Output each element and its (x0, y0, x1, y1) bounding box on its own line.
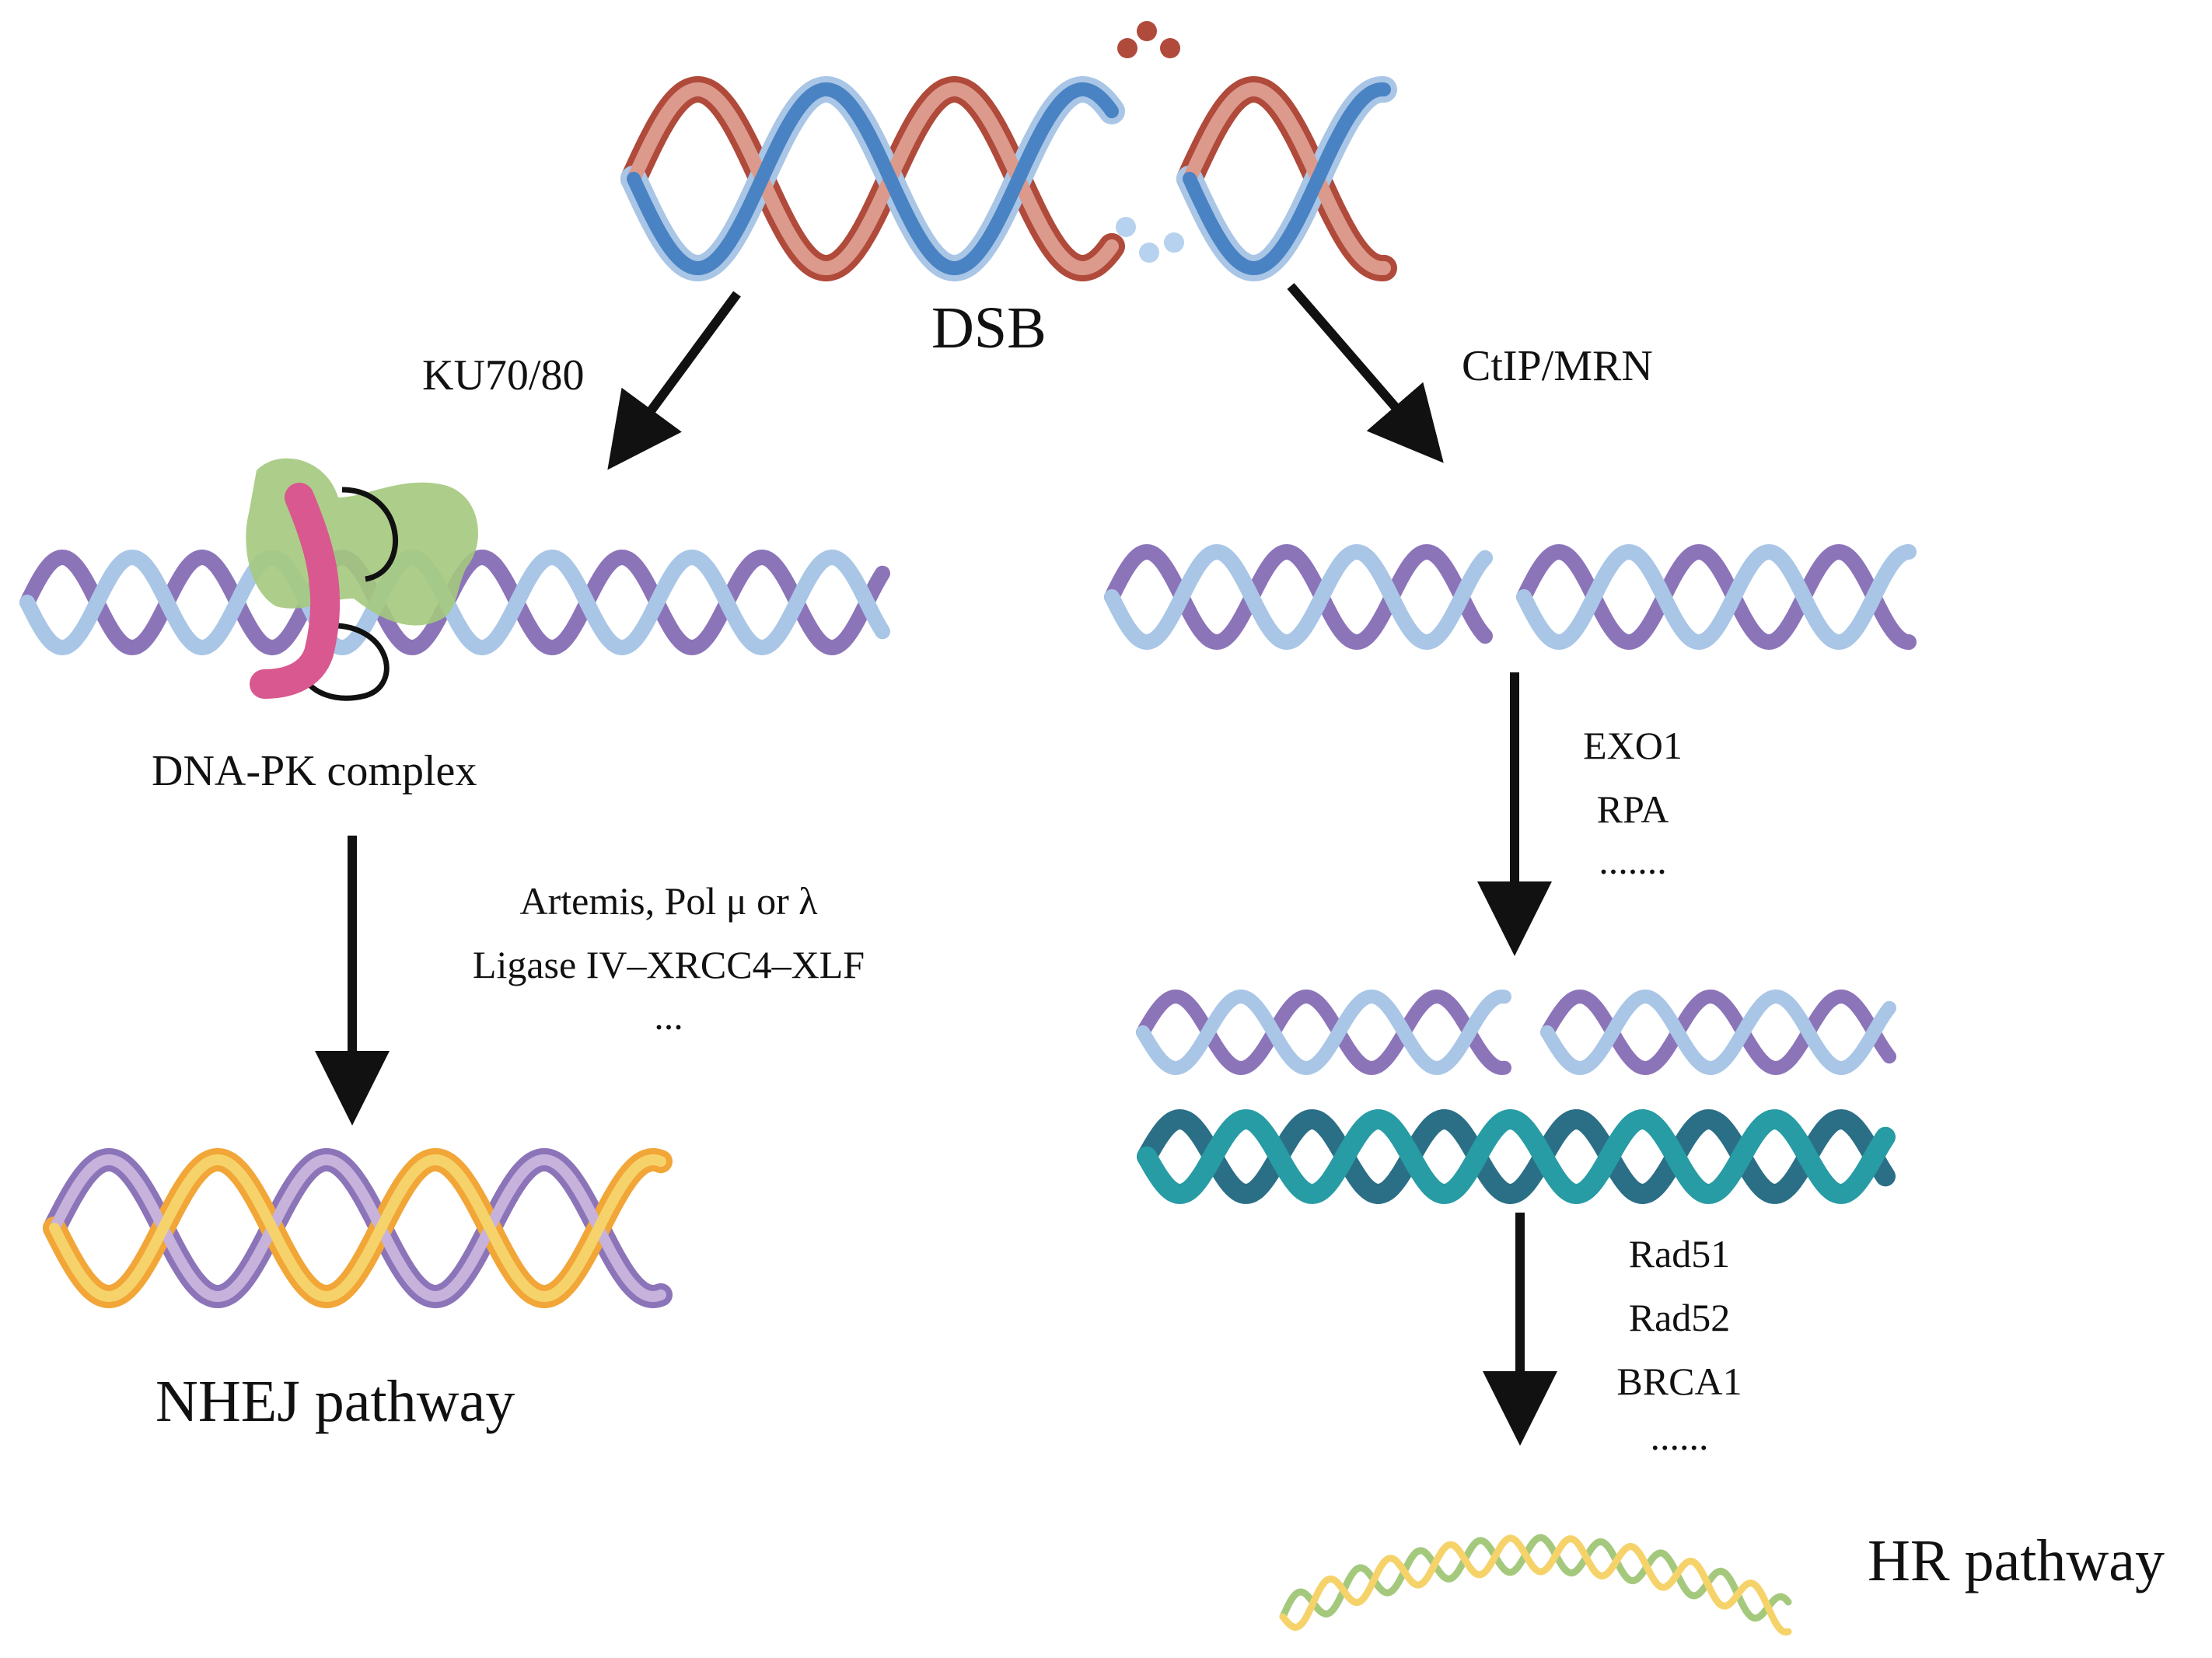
arrow-to-hr-branch (1287, 283, 1444, 463)
dna-strand (1183, 82, 1391, 276)
nhej-enzyme-item: Artemis, Pol μ or λ (519, 879, 818, 923)
dna-strand (1540, 989, 1896, 1076)
homologous-template-dna (1137, 1108, 1896, 1205)
dsb-fragments (1116, 21, 1184, 263)
nhej-pathway-label: NHEJ pathway (156, 1369, 515, 1434)
dna-strand (1540, 989, 1896, 1076)
dna-strand (1136, 989, 1511, 1076)
dna-strand (49, 1154, 666, 1303)
dna-fragment-dot (1160, 38, 1180, 58)
dsb-label: DSB (931, 295, 1047, 361)
dna-fragment-dot (1139, 243, 1159, 263)
hr-enzyme-item: Rad52 (1628, 1296, 1731, 1339)
dna-strand (1516, 543, 1917, 651)
resected-dna-with-overhang (1136, 989, 1896, 1076)
dna-strand (1136, 989, 1511, 1076)
dna-strand (1516, 543, 1917, 651)
dna-strand (49, 1154, 666, 1303)
nhej-enzyme-item: Ligase IV–XRCC4–XLF (472, 943, 865, 986)
broken-dna-helix (620, 75, 1397, 282)
dna-fragment-dot (1164, 232, 1184, 253)
dna-strand (1137, 1108, 1896, 1205)
hr-enzyme-list: Rad51 Rad52 BRCA1 ...... (1578, 1222, 1780, 1460)
resection-enzyme-item: EXO1 (1583, 724, 1683, 767)
dna-fragment-dot (1116, 217, 1136, 237)
dna-strand (1104, 543, 1493, 651)
hr-enzyme-item: ...... (1650, 1415, 1709, 1458)
dna-strand (1279, 1534, 1792, 1622)
repaired-dna-helix-nhej (43, 1147, 673, 1309)
dna-pk-complex-icon (246, 458, 478, 701)
repaired-dna-helix-hr (1279, 1534, 1792, 1636)
resection-enzyme-item: ....... (1599, 839, 1667, 882)
dna-strand (1183, 82, 1391, 276)
ku70-80-label: KU70/80 (422, 351, 585, 400)
ctip-mrn-label: CtIP/MRN (1462, 342, 1653, 390)
resection-enzyme-item: RPA (1596, 787, 1669, 831)
dna-strand (627, 82, 1119, 275)
resected-dna-helix (1104, 543, 1917, 651)
linker-loop (300, 487, 399, 701)
hr-enzyme-item: Rad51 (1628, 1232, 1731, 1276)
dna-strand (627, 82, 1119, 275)
nhej-enzyme-list: Artemis, Pol μ or λ Ligase IV–XRCC4–XLF … (420, 869, 917, 1035)
arrow-to-nhej-branch (607, 291, 741, 470)
dna-pkcs-blob (246, 458, 478, 626)
hr-enzyme-item: BRCA1 (1616, 1360, 1742, 1403)
dna-strand (1104, 543, 1493, 651)
hr-pathway-label: HR pathway (1868, 1528, 2165, 1593)
dna-fragment-dot (1117, 38, 1137, 58)
ku-heterodimer (250, 483, 341, 699)
dna-pk-complex-label: DNA-PK complex (152, 747, 477, 795)
pathway-arrows (315, 283, 1557, 1446)
dna-fragment-dot (1137, 21, 1157, 41)
resection-enzyme-list: EXO1 RPA ....... (1547, 714, 1718, 880)
dna-strand (1279, 1534, 1792, 1636)
dna-strand (19, 549, 890, 656)
dna-strand (1137, 1108, 1896, 1205)
nhej-enzyme-item: ... (654, 994, 683, 1038)
